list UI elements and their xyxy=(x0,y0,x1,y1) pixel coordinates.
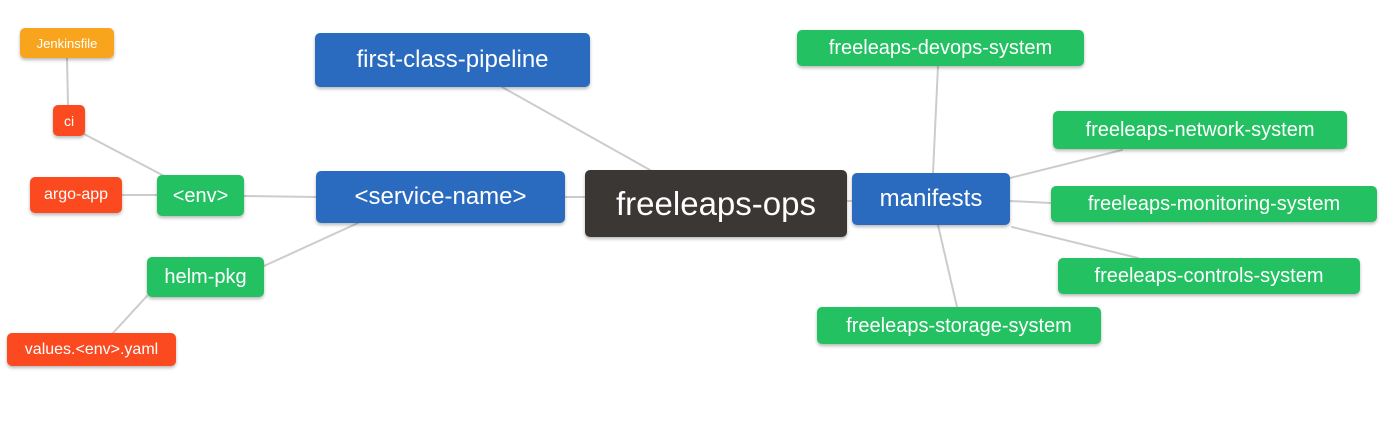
edge-helm-pkg-values-yaml xyxy=(112,295,148,334)
edge-service-name-helm-pkg xyxy=(263,222,359,267)
node-monitoring-system[interactable]: freeleaps-monitoring-system xyxy=(1051,186,1377,222)
node-network-system[interactable]: freeleaps-network-system xyxy=(1053,111,1347,149)
edge-manifests-monitoring-system xyxy=(1009,200,1052,204)
node-jenkinsfile[interactable]: Jenkinsfile xyxy=(20,28,114,58)
node-controls-system[interactable]: freeleaps-controls-system xyxy=(1058,258,1360,294)
edge-manifests-devops-system xyxy=(932,65,939,174)
node-values-yaml[interactable]: values.<env>.yaml xyxy=(7,333,176,366)
edge-env-service-name xyxy=(243,195,317,198)
node-first-class-pipeline[interactable]: first-class-pipeline xyxy=(315,33,590,87)
node-service-name[interactable]: <service-name> xyxy=(316,171,565,223)
node-devops-system[interactable]: freeleaps-devops-system xyxy=(797,30,1084,66)
node-argo-app[interactable]: argo-app xyxy=(30,177,122,213)
edge-jenkinsfile-ci xyxy=(66,57,69,106)
edge-manifests-storage-system xyxy=(937,224,958,308)
node-ci[interactable]: ci xyxy=(53,105,85,136)
node-helm-pkg[interactable]: helm-pkg xyxy=(147,257,264,297)
edge-ci-env xyxy=(83,133,167,178)
node-manifests[interactable]: manifests xyxy=(852,173,1010,225)
edge-manifests-network-system xyxy=(1009,149,1123,179)
node-env[interactable]: <env> xyxy=(157,175,244,216)
node-freeleaps-ops[interactable]: freeleaps-ops xyxy=(585,170,847,237)
edge-first-class-pipeline-freeleaps-ops xyxy=(501,86,651,171)
edge-manifests-controls-system xyxy=(1011,226,1139,259)
node-storage-system[interactable]: freeleaps-storage-system xyxy=(817,307,1101,344)
